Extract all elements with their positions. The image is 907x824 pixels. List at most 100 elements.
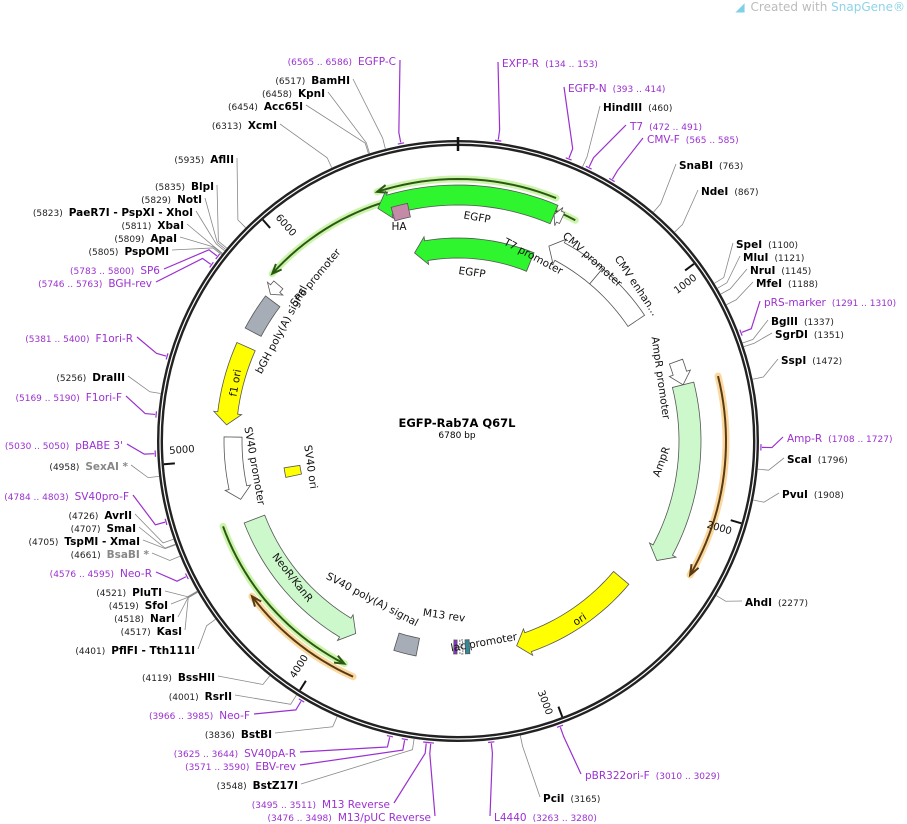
primer-label[interactable]: EGFP-N393 .. 414 [568, 79, 665, 95]
label-position: 460 [648, 104, 672, 114]
watermark-brand: SnapGene® [831, 0, 905, 14]
label-position: 5256 [56, 374, 86, 384]
label-name: F1ori-F [85, 392, 122, 404]
restriction-site-label[interactable]: BglII1337 [771, 312, 834, 328]
orf-arrowhead [374, 184, 388, 194]
primer-label[interactable]: 6565 .. 6586EGFP-C [288, 52, 396, 68]
restriction-site-label[interactable]: SpeI1100 [736, 235, 798, 251]
primer-leader-line [494, 61, 502, 142]
restriction-site-label[interactable]: 3548BstZ17I [217, 776, 298, 792]
label-position: 4518 [114, 615, 144, 625]
label-position: 1100 [768, 241, 798, 251]
restriction-site-label[interactable]: 4705TspMI - XmaI [28, 532, 140, 548]
plasmid-name: EGFP-Rab7A Q67L [398, 416, 516, 430]
label-name: DraIII [92, 372, 125, 384]
restriction-site-label[interactable]: 5829NotI [141, 190, 202, 206]
primer-label[interactable]: Amp-R1708 .. 1727 [787, 429, 892, 445]
primer-label[interactable]: 3495 .. 3511M13 Reverse [252, 795, 390, 811]
primer-label[interactable]: T7472 .. 491 [630, 117, 702, 133]
feature-ha [390, 202, 411, 222]
primer-leader-line [299, 734, 394, 753]
restriction-site-label[interactable]: 6313XcmI [212, 116, 277, 132]
restriction-site-label[interactable]: 4958SexAI * [49, 457, 128, 473]
restriction-site-label[interactable]: SnaBI763 [679, 156, 743, 172]
primer-label[interactable]: 5030 .. 5050pBABE 3' [5, 436, 123, 452]
label-name: SV40pro-F [74, 491, 129, 503]
restriction-site-label[interactable]: 3836BstBI [205, 725, 272, 741]
restriction-site-label[interactable]: 6517BamHI [275, 71, 350, 87]
label-name: KpnI [297, 88, 325, 100]
primer-leader-line [556, 724, 582, 775]
label-position: 867 [734, 188, 758, 198]
label-position: 6454 [228, 103, 258, 113]
primer-label[interactable]: 3571 .. 3590EBV-rev [185, 757, 296, 773]
primer-label[interactable]: L44403263 .. 3280 [494, 808, 597, 824]
restriction-site-label[interactable]: 5805PspOMI [89, 242, 170, 258]
primer-label[interactable]: 5169 .. 5190F1ori-F [15, 388, 122, 404]
primer-label[interactable]: 5746 .. 5763BGH-rev [38, 274, 152, 290]
restriction-site-label[interactable]: 4001RsrII [169, 687, 232, 703]
orf-arrowhead [250, 594, 262, 607]
primer-leader-line [125, 395, 158, 418]
primer-label[interactable]: 4576 .. 4595Neo-R [50, 564, 152, 580]
label-position: 3476 .. 3498 [268, 814, 332, 824]
label-position: 4519 [109, 602, 139, 612]
label-position: 6565 .. 6586 [288, 58, 352, 68]
restriction-site-label[interactable]: 4707SmaI [71, 519, 136, 535]
label-name: PflFI - Tth111I [111, 645, 195, 657]
restriction-site-label[interactable]: 4517KasI [121, 622, 182, 638]
label-position: 5809 [114, 235, 144, 245]
restriction-site-label[interactable]: SgrDI1351 [775, 325, 844, 341]
restriction-site-label[interactable]: 4661BsaBI * [71, 545, 149, 561]
restriction-site-label[interactable]: ScaI1796 [787, 450, 848, 466]
snapgene-logo-icon: ◢ [735, 0, 745, 14]
label-position: 5811 [121, 222, 151, 232]
label-name: BssHII [177, 672, 215, 684]
primer-label[interactable]: 3625 .. 3644SV40pA-R [174, 744, 296, 760]
label-name: Amp-R [787, 433, 823, 445]
site-leader-line [519, 735, 541, 798]
restriction-site-label[interactable]: 5823PaeR7I - PspXI - XhoI [33, 203, 193, 219]
feature-cmv-promoter [548, 238, 604, 285]
restriction-site-label[interactable]: 6454Acc65I [228, 97, 303, 113]
feature-ori [516, 570, 630, 657]
label-name: NruI [750, 265, 776, 277]
label-position: 5829 [141, 196, 171, 206]
primer-label[interactable]: 5783 .. 5800SP6 [70, 261, 160, 277]
restriction-site-label[interactable]: 5256 DraIII [56, 368, 125, 384]
feature-m13-rev [453, 639, 458, 655]
label-name: EBV-rev [255, 761, 296, 773]
restriction-site-label[interactable]: 5809ApaI [114, 229, 177, 245]
site-leader-line [127, 375, 161, 394]
restriction-site-label[interactable]: 4726AvrII [68, 506, 132, 522]
primer-label[interactable]: EXFP-R134 .. 153 [502, 54, 598, 70]
restriction-site-label[interactable]: 5811XbaI [121, 216, 184, 232]
primer-label[interactable]: CMV-F565 .. 585 [647, 130, 739, 146]
site-leader-line [217, 675, 271, 685]
restriction-site-label[interactable]: 6458KpnI [262, 84, 325, 100]
restriction-site-label[interactable]: PvuI1908 [782, 485, 844, 501]
restriction-site-label[interactable]: HindIII460 [603, 98, 672, 114]
restriction-site-label[interactable]: MluI1121 [743, 248, 804, 264]
restriction-site-label[interactable]: SspI1472 [781, 351, 842, 367]
restriction-site-label[interactable]: AhdI2277 [745, 593, 808, 609]
restriction-site-label[interactable]: 4518NarI [114, 609, 175, 625]
restriction-site-label[interactable]: 4119BssHII [142, 668, 215, 684]
primer-label[interactable]: 3476 .. 3498M13/pUC Reverse [268, 808, 431, 824]
primer-label[interactable]: pRS-marker1291 .. 1310 [764, 293, 896, 309]
label-position: 4576 .. 4595 [50, 570, 114, 580]
restriction-site-label[interactable]: NdeI867 [701, 182, 759, 198]
restriction-site-label[interactable]: MfeI1188 [756, 274, 818, 290]
primer-label[interactable]: 3966 .. 3985Neo-F [149, 706, 250, 722]
restriction-site-label[interactable]: PciI3165 [543, 789, 600, 805]
restriction-site-label[interactable]: 5935AflII [174, 150, 234, 166]
restriction-site-label[interactable]: 5835BlpI [155, 177, 214, 193]
label-name: BglII [771, 316, 798, 328]
restriction-site-label[interactable]: 4519SfoI [109, 596, 168, 612]
primer-label[interactable]: 5381 .. 5400F1ori-R [25, 329, 133, 345]
primer-label[interactable]: 4784 .. 4803SV40pro-F [4, 487, 129, 503]
restriction-site-label[interactable]: 4521PluTI [96, 583, 162, 599]
restriction-site-label[interactable]: 4401PflFI - Tth111I [75, 641, 195, 657]
restriction-site-label[interactable]: NruI1145 [750, 261, 811, 277]
primer-label[interactable]: pBR322ori-F3010 .. 3029 [585, 766, 720, 782]
